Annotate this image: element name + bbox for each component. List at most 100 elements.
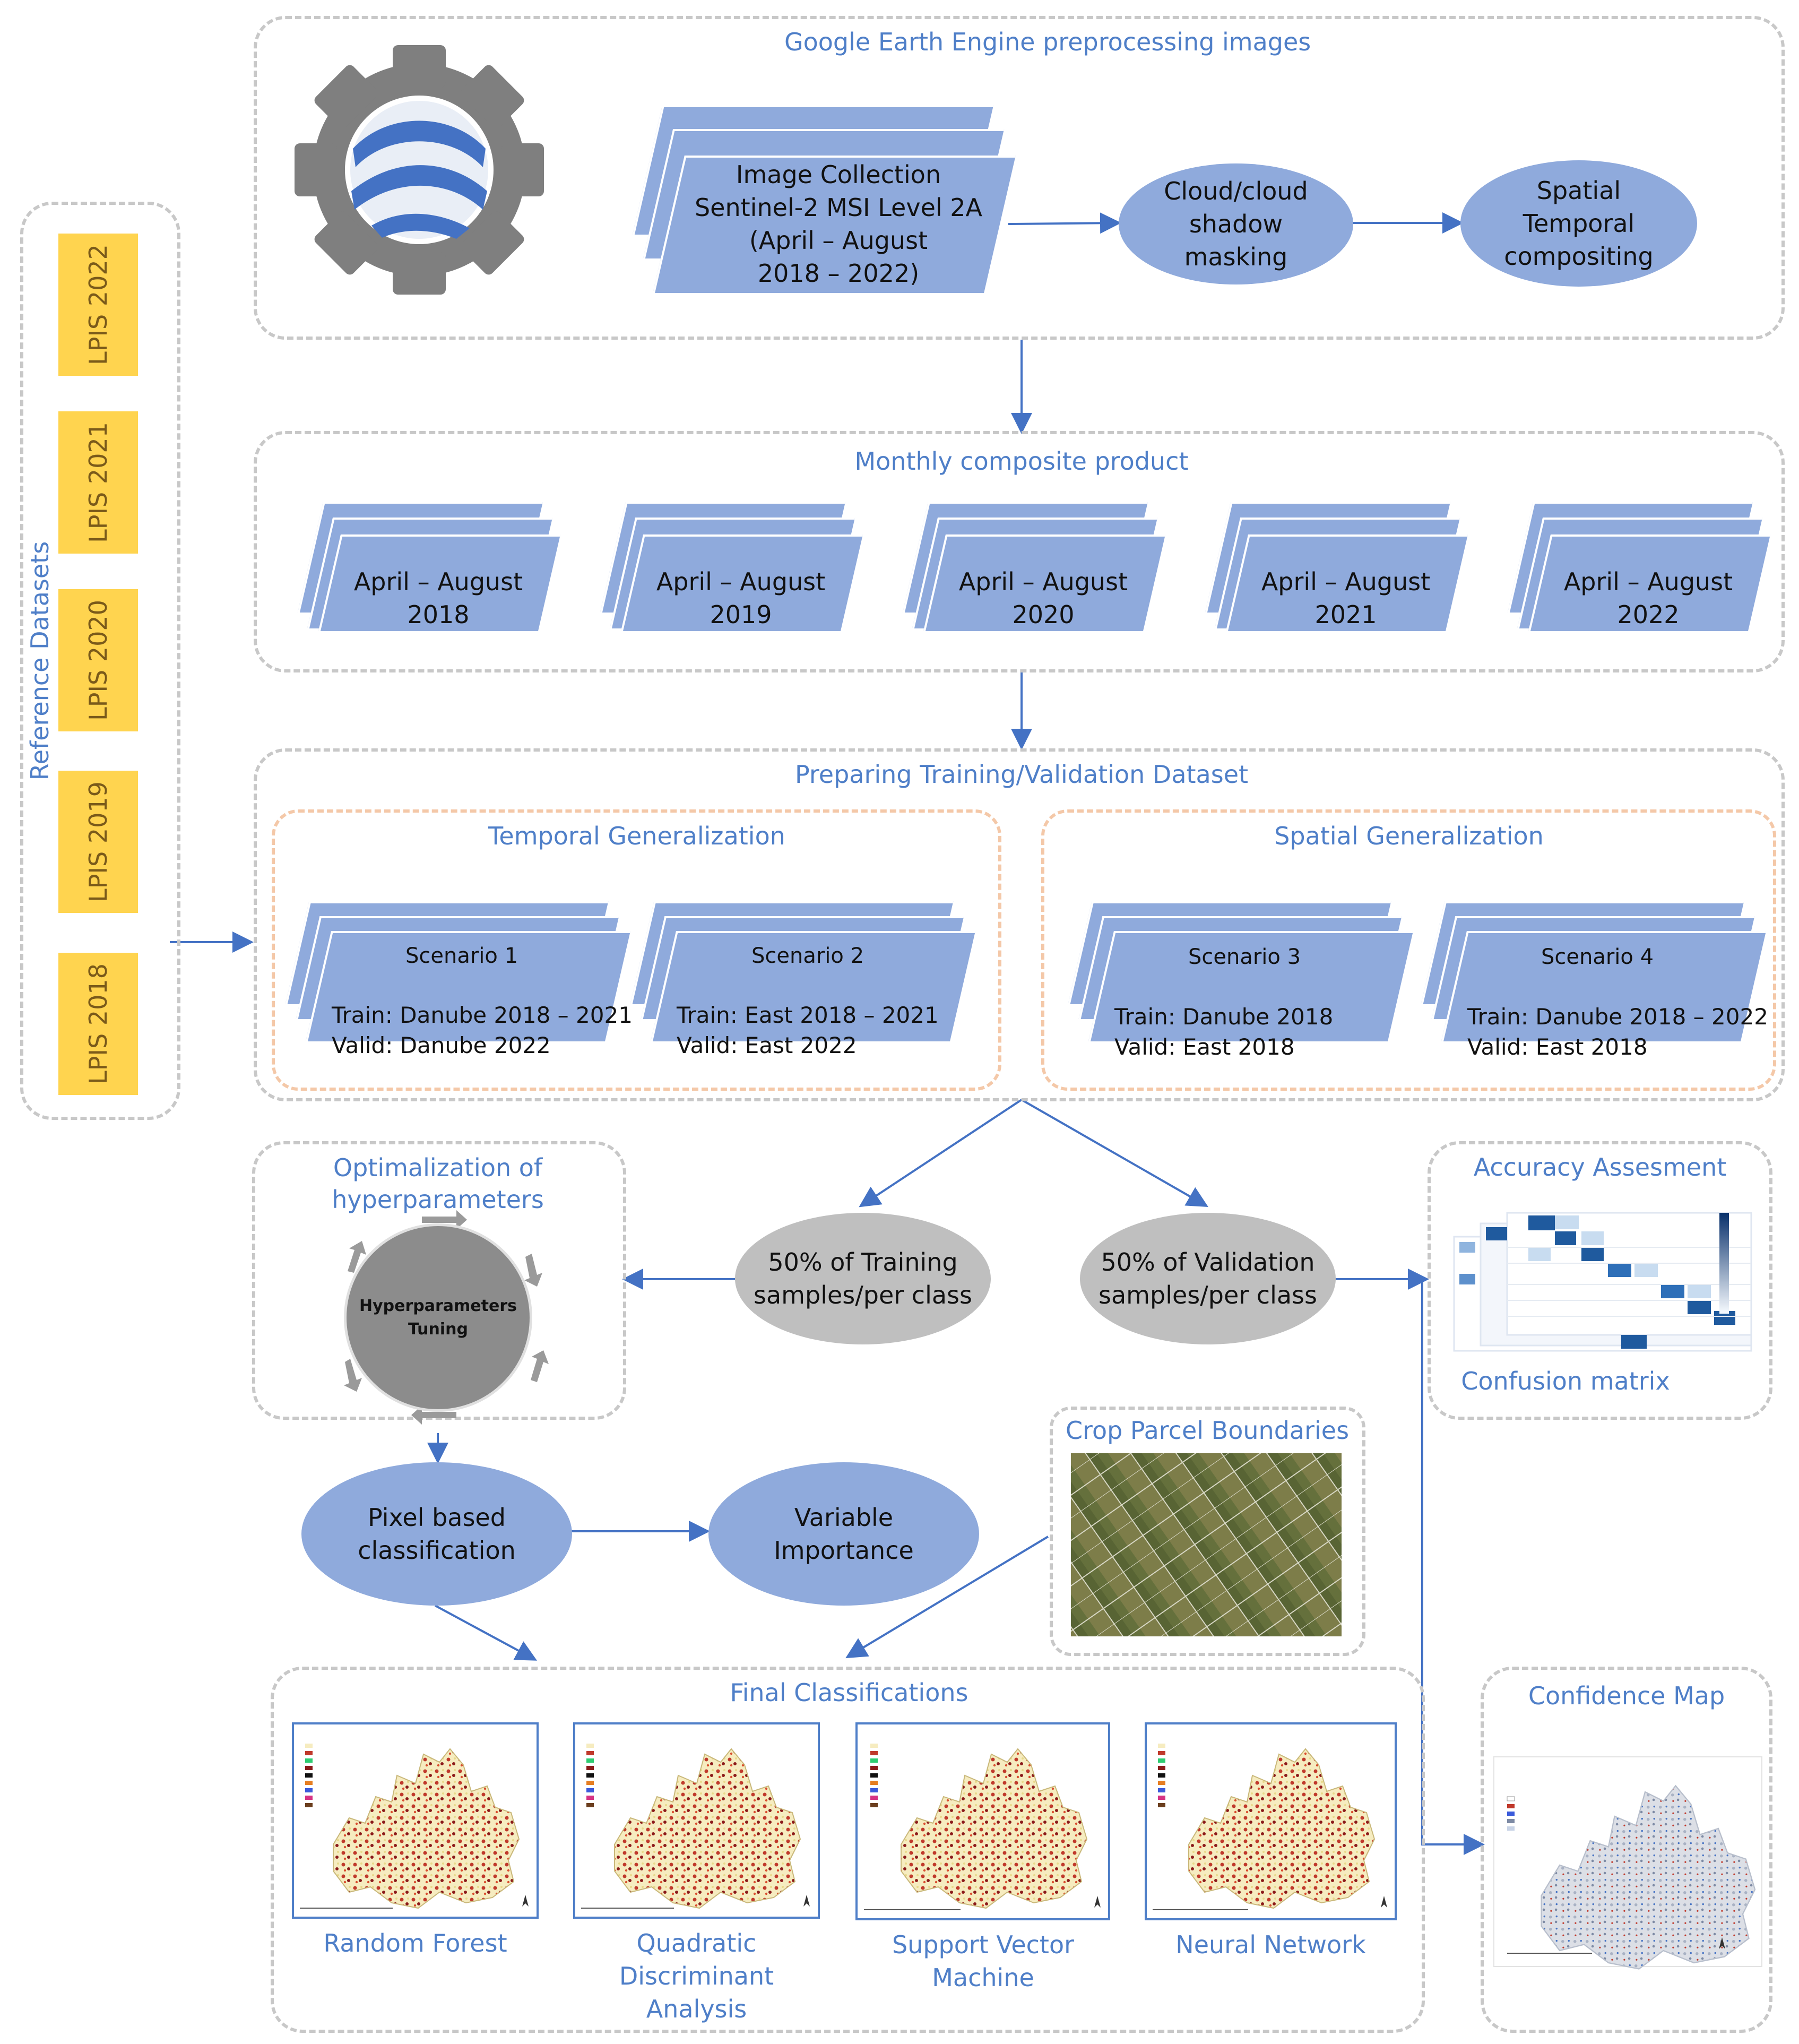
monthly-2021-line2: 2021 — [1314, 600, 1377, 629]
scenario-2-train: Train: East 2018 – 2021 — [677, 1002, 939, 1028]
label-svm: Support Vector Machine — [844, 1928, 1122, 1994]
monthly-2018-line1: April – August — [353, 567, 523, 596]
label-random-forest: Random Forest — [276, 1927, 555, 1960]
monthly-2020-text: April – August 2020 — [935, 565, 1152, 631]
gee-title: Google Earth Engine preprocessing images — [784, 28, 1311, 56]
scenario-3-title: Scenario 3 — [1188, 945, 1301, 969]
nn-label-line1: Neural Network — [1175, 1930, 1366, 1959]
qda-label-line2: Discriminant — [619, 1962, 774, 1990]
scenario-2-valid: Valid: East 2022 — [677, 1032, 857, 1058]
lpis-2021-box: LPIS 2021 — [58, 411, 138, 554]
scenario-4-train: Train: Danube 2018 – 2022 — [1467, 1004, 1768, 1030]
arrow-pixel-to-final — [435, 1605, 538, 1661]
tuning-line1: Hyperparameters — [359, 1296, 517, 1315]
spatial-title: Spatial Generalization — [1274, 822, 1544, 850]
confusion-matrix-grid — [1453, 1212, 1752, 1352]
hyper-title-line2: hyperparameters — [332, 1185, 544, 1214]
qda-label-line3: Analysis — [646, 1995, 747, 2023]
monthly-2021-text: April – August 2021 — [1237, 565, 1455, 631]
scenario-1-train: Train: Danube 2018 – 2021 — [332, 1002, 633, 1028]
training-samples-ellipse: 50% of Training samples/per class — [735, 1213, 991, 1344]
tuning-line2: Tuning — [408, 1319, 468, 1339]
variable-importance-ellipse: Variable Importance — [708, 1462, 979, 1606]
validation-samples-ellipse: 50% of Validation samples/per class — [1080, 1213, 1336, 1344]
confidence-north-arrow-icon — [1719, 1937, 1725, 1949]
monthly-2022-line1: April – August — [1563, 567, 1733, 596]
prep-title: Preparing Training/Validation Dataset — [794, 760, 1249, 789]
monthly-2020-line2: 2020 — [1012, 600, 1075, 629]
collection-line-2: Sentinel-2 MSI Level 2A — [694, 193, 983, 222]
prep-group — [254, 748, 1785, 1101]
variable-line2: Importance — [774, 1536, 914, 1565]
image-collection-stack: Image Collection Sentinel-2 MSI Level 2A… — [632, 105, 1016, 296]
monthly-2022-text: April – August 2022 — [1539, 565, 1757, 631]
svm-label-line1: Support Vector — [892, 1930, 1075, 1959]
gee-group — [254, 16, 1785, 340]
monthly-2021-line1: April – August — [1261, 567, 1431, 596]
monthly-2022-line2: 2022 — [1617, 600, 1680, 629]
confusion-matrix-caption: Confusion matrix — [1461, 1367, 1670, 1395]
cloud-line-2: shadow — [1189, 210, 1283, 238]
crop-parcel-title: Crop Parcel Boundaries — [1065, 1416, 1350, 1445]
monthly-2019: April – August 2019 — [600, 502, 863, 661]
lpis-2019-box: LPIS 2019 — [58, 771, 138, 913]
final-classifications-group — [271, 1667, 1425, 2033]
north-arrow-icons — [522, 1895, 1387, 1908]
crop-parcel-group — [1050, 1407, 1365, 1656]
map-legends — [305, 1744, 1165, 1807]
scenario-3-train: Train: Danube 2018 — [1114, 1004, 1334, 1030]
compositing-line-2: Temporal — [1523, 209, 1635, 238]
monthly-2020-line1: April – August — [958, 567, 1128, 596]
compositing-line-1: Spatial — [1536, 176, 1621, 205]
scenario-3-valid: Valid: East 2018 — [1114, 1034, 1295, 1060]
monthly-2020: April – August 2020 — [902, 502, 1166, 661]
map-scale-bars — [300, 1908, 1248, 1910]
compositing-line-3: compositing — [1504, 242, 1654, 271]
final-title: Final Classifications — [730, 1678, 968, 1707]
label-neural-network: Neural Network — [1131, 1928, 1410, 1961]
arrow-crop-to-final — [845, 1536, 1049, 1659]
crop-fields-pattern — [1071, 1453, 1342, 1636]
hyperparameters-title: Optimalization of hyperparameters — [279, 1152, 597, 1215]
temporal-title: Temporal Generalization — [488, 822, 785, 850]
monthly-2019-line1: April – August — [656, 567, 826, 596]
monthly-2018-text: April – August 2018 — [330, 565, 547, 631]
rf-label-line1: Random Forest — [323, 1929, 507, 1957]
collection-line-3: (April – August — [749, 226, 928, 255]
confidence-legend — [1507, 1796, 1515, 1831]
arrow-collection-to-cloud — [1008, 212, 1121, 234]
validation-line1: 50% of Validation — [1101, 1248, 1315, 1277]
qda-label-line1: Quadratic — [636, 1929, 757, 1957]
training-line2: samples/per class — [754, 1281, 972, 1309]
cloud-masking-ellipse: Cloud/cloud shadow masking — [1119, 163, 1353, 284]
confidence-title: Confidence Map — [1528, 1681, 1725, 1710]
pixel-line2: classification — [358, 1536, 516, 1565]
monthly-2018-line2: 2018 — [407, 600, 470, 629]
spatial-generalization-group — [1041, 809, 1776, 1091]
cloud-line-1: Cloud/cloud — [1164, 177, 1308, 205]
svm-label-line2: Machine — [932, 1963, 1034, 1992]
monthly-title: Monthly composite product — [854, 447, 1189, 476]
monthly-2019-text: April – August 2019 — [632, 565, 850, 631]
monthly-2018: April – August 2018 — [297, 502, 561, 661]
hyperparameters-tuning-circle: Hyperparameters Tuning — [344, 1223, 532, 1412]
monthly-2021: April – August 2021 — [1205, 502, 1468, 661]
lpis-2018-box: LPIS 2018 — [58, 953, 138, 1095]
training-line1: 50% of Training — [768, 1248, 958, 1277]
confidence-map-group — [1481, 1667, 1772, 2033]
variable-line1: Variable — [794, 1503, 894, 1532]
pixel-line1: Pixel based — [368, 1503, 506, 1532]
pixel-classification-ellipse: Pixel based classification — [301, 1462, 572, 1606]
monthly-2022: April – August 2022 — [1507, 502, 1771, 661]
temporal-generalization-group — [272, 809, 1001, 1091]
reference-datasets-group — [20, 202, 180, 1120]
scenario-4-valid: Valid: East 2018 — [1467, 1034, 1648, 1060]
label-qda: Quadratic Discriminant Analysis — [557, 1927, 836, 2025]
scenario-1-valid: Valid: Danube 2022 — [332, 1032, 551, 1058]
collection-line-1: Image Collection — [736, 160, 941, 189]
lpis-2022-box: LPIS 2022 — [58, 234, 138, 376]
